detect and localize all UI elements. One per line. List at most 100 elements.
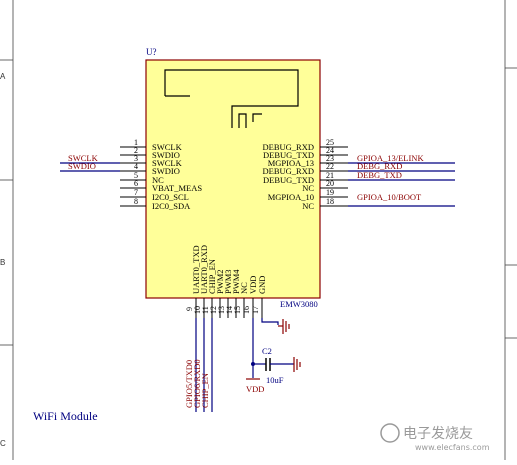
pin-label: SWCLK (152, 158, 183, 168)
pin-6[interactable]: 6 VBAT_MEAS (120, 179, 202, 193)
pin-number: 7 (134, 188, 138, 197)
pin-number: 11 (201, 306, 210, 314)
pin-label: SWCLK (152, 142, 183, 152)
pin-14[interactable]: 14 PWM4 (225, 269, 241, 318)
pin-label: SWDIO (152, 150, 180, 160)
pin-16[interactable]: 16 VDD (242, 276, 258, 318)
pin-number: 19 (326, 188, 334, 197)
pin-2[interactable]: 2 SWDIO (120, 146, 180, 160)
pin-1[interactable]: 1 SWCLK (120, 138, 183, 152)
watermark-text: 电子发烧友 (403, 426, 473, 442)
capacitor-ref: C2 (262, 346, 272, 356)
pin-25[interactable]: 25 DEBUG_RXD (263, 138, 348, 152)
pin-label: PWM3 (223, 269, 233, 294)
chip-body[interactable] (145, 59, 321, 299)
pin-number: 5 (134, 171, 138, 180)
sheet-title: WiFi Module (33, 409, 98, 423)
pin-10[interactable]: 10 UART0_RXD (193, 245, 209, 318)
pin-number: 12 (209, 306, 218, 314)
pin-8[interactable]: 8 I2C0_SDA (120, 197, 191, 211)
pin-label: I2C0_SDA (152, 201, 191, 211)
net-label-debg-rxd: DEBG_RXD (357, 161, 402, 171)
right-nets: GPIOA_13/ELINK DEBG_RXD DEBG_TXD GPIOA_1… (348, 153, 455, 207)
pin-label: NC (152, 175, 164, 185)
pin-number: 25 (326, 138, 334, 147)
pin-number: 22 (326, 162, 334, 171)
component-ref: U? (146, 47, 157, 57)
net-label-debg-txd: DEBG_TXD (357, 170, 402, 180)
pin-5[interactable]: 5 NC (120, 171, 164, 185)
pin-18[interactable]: 18 NC (302, 197, 348, 211)
pin-number: 3 (134, 154, 138, 163)
antenna-graphic (164, 69, 299, 128)
border-letter-a: A (0, 72, 6, 81)
pin-24[interactable]: 24 DEBUG_TXD (263, 146, 348, 160)
pin-22[interactable]: 22 DEBUG_RXD (263, 162, 348, 176)
capacitor-value: 10uF (266, 375, 284, 385)
pin-23[interactable]: 23 MGPIOA_13 (268, 154, 348, 168)
left-pins: 1 SWCLK 2 SWDIO 3 SWCLK 4 SWDIO 5 NC 6 V… (120, 138, 202, 211)
net-label-gpio6: GPIO6/RXD0 (192, 359, 202, 408)
pin-number: 24 (326, 146, 334, 155)
pin-number: 21 (326, 171, 334, 180)
pin-label: DEBUG_TXD (263, 150, 314, 160)
pin-20[interactable]: 20 NC (302, 179, 348, 193)
pin-13[interactable]: 13 PWM3 (217, 269, 233, 318)
pin-label: UART0_TXD (191, 245, 201, 294)
pin-number: 16 (242, 306, 251, 314)
border-letter-c: C (0, 439, 6, 448)
pin-15[interactable]: 15 NC (233, 282, 249, 318)
pin-number: 1 (134, 138, 138, 147)
gnd-connection (261, 318, 290, 334)
vdd-label: VDD (246, 384, 264, 394)
watermark-url: www.elecfans.com (415, 443, 490, 452)
pin-11[interactable]: 11 CHIP_EN (201, 259, 217, 318)
pin-label: UART0_RXD (199, 245, 209, 294)
pin-label: CHIP_EN (207, 259, 217, 294)
pin-label: I2C0_SCL (152, 192, 189, 202)
pin-9[interactable]: 9 UART0_TXD (185, 245, 201, 318)
gnd-wire[interactable] (261, 318, 279, 325)
vdd-connection: C2 10uF VDD (246, 318, 301, 394)
pin-label: NC (239, 282, 249, 294)
pin-label: NC (302, 201, 314, 211)
antenna-trace (164, 69, 299, 128)
antenna-trace (252, 113, 262, 122)
pin-label: SWDIO (152, 166, 180, 176)
pin-3[interactable]: 3 SWCLK (120, 154, 183, 168)
pin-number: 4 (134, 162, 138, 171)
pin-number: 17 (251, 306, 260, 314)
pin-label: VDD (248, 276, 258, 294)
pin-19[interactable]: 19 MGPIOA_10 (268, 188, 348, 202)
border-letter-b: B (0, 258, 5, 267)
pin-label: GND (257, 276, 267, 294)
right-pins: 25 DEBUG_RXD 24 DEBUG_TXD 23 MGPIOA_13 2… (263, 138, 348, 211)
pin-label: PWM4 (231, 269, 241, 294)
net-label-swdio: SWDIO (68, 161, 96, 171)
pin-number: 20 (326, 179, 334, 188)
pin-number: 18 (326, 197, 334, 206)
pin-21[interactable]: 21 DEBUG_TXD (263, 171, 348, 185)
pin-label: DEBUG_TXD (263, 175, 314, 185)
net-label-chip-en: CHIP_EN (200, 373, 210, 408)
pin-number: 8 (134, 197, 138, 206)
pin-number: 14 (225, 306, 234, 314)
pin-number: 10 (193, 306, 202, 314)
pin-17[interactable]: 17 GND (251, 276, 267, 318)
pin-12[interactable]: 12 PWM2 (209, 269, 225, 318)
net-label-swclk: SWCLK (68, 153, 99, 163)
net-label-gpio5: GPIO5/TXD0 (184, 360, 194, 408)
watermark: 电子发烧友 www.elecfans.com (380, 423, 490, 452)
pin-number: 9 (185, 307, 194, 311)
pin-label: DEBUG_RXD (263, 142, 314, 152)
pin-number: 23 (326, 154, 334, 163)
pin-7[interactable]: 7 I2C0_SCL (120, 188, 189, 202)
pin-label: DEBUG_RXD (263, 166, 314, 176)
pin-4[interactable]: 4 SWDIO (120, 162, 180, 176)
watermark-logo-icon (380, 423, 400, 443)
pin-label: MGPIOA_13 (268, 158, 314, 168)
pin-number: 2 (134, 146, 138, 155)
pin-number: 15 (233, 306, 242, 314)
